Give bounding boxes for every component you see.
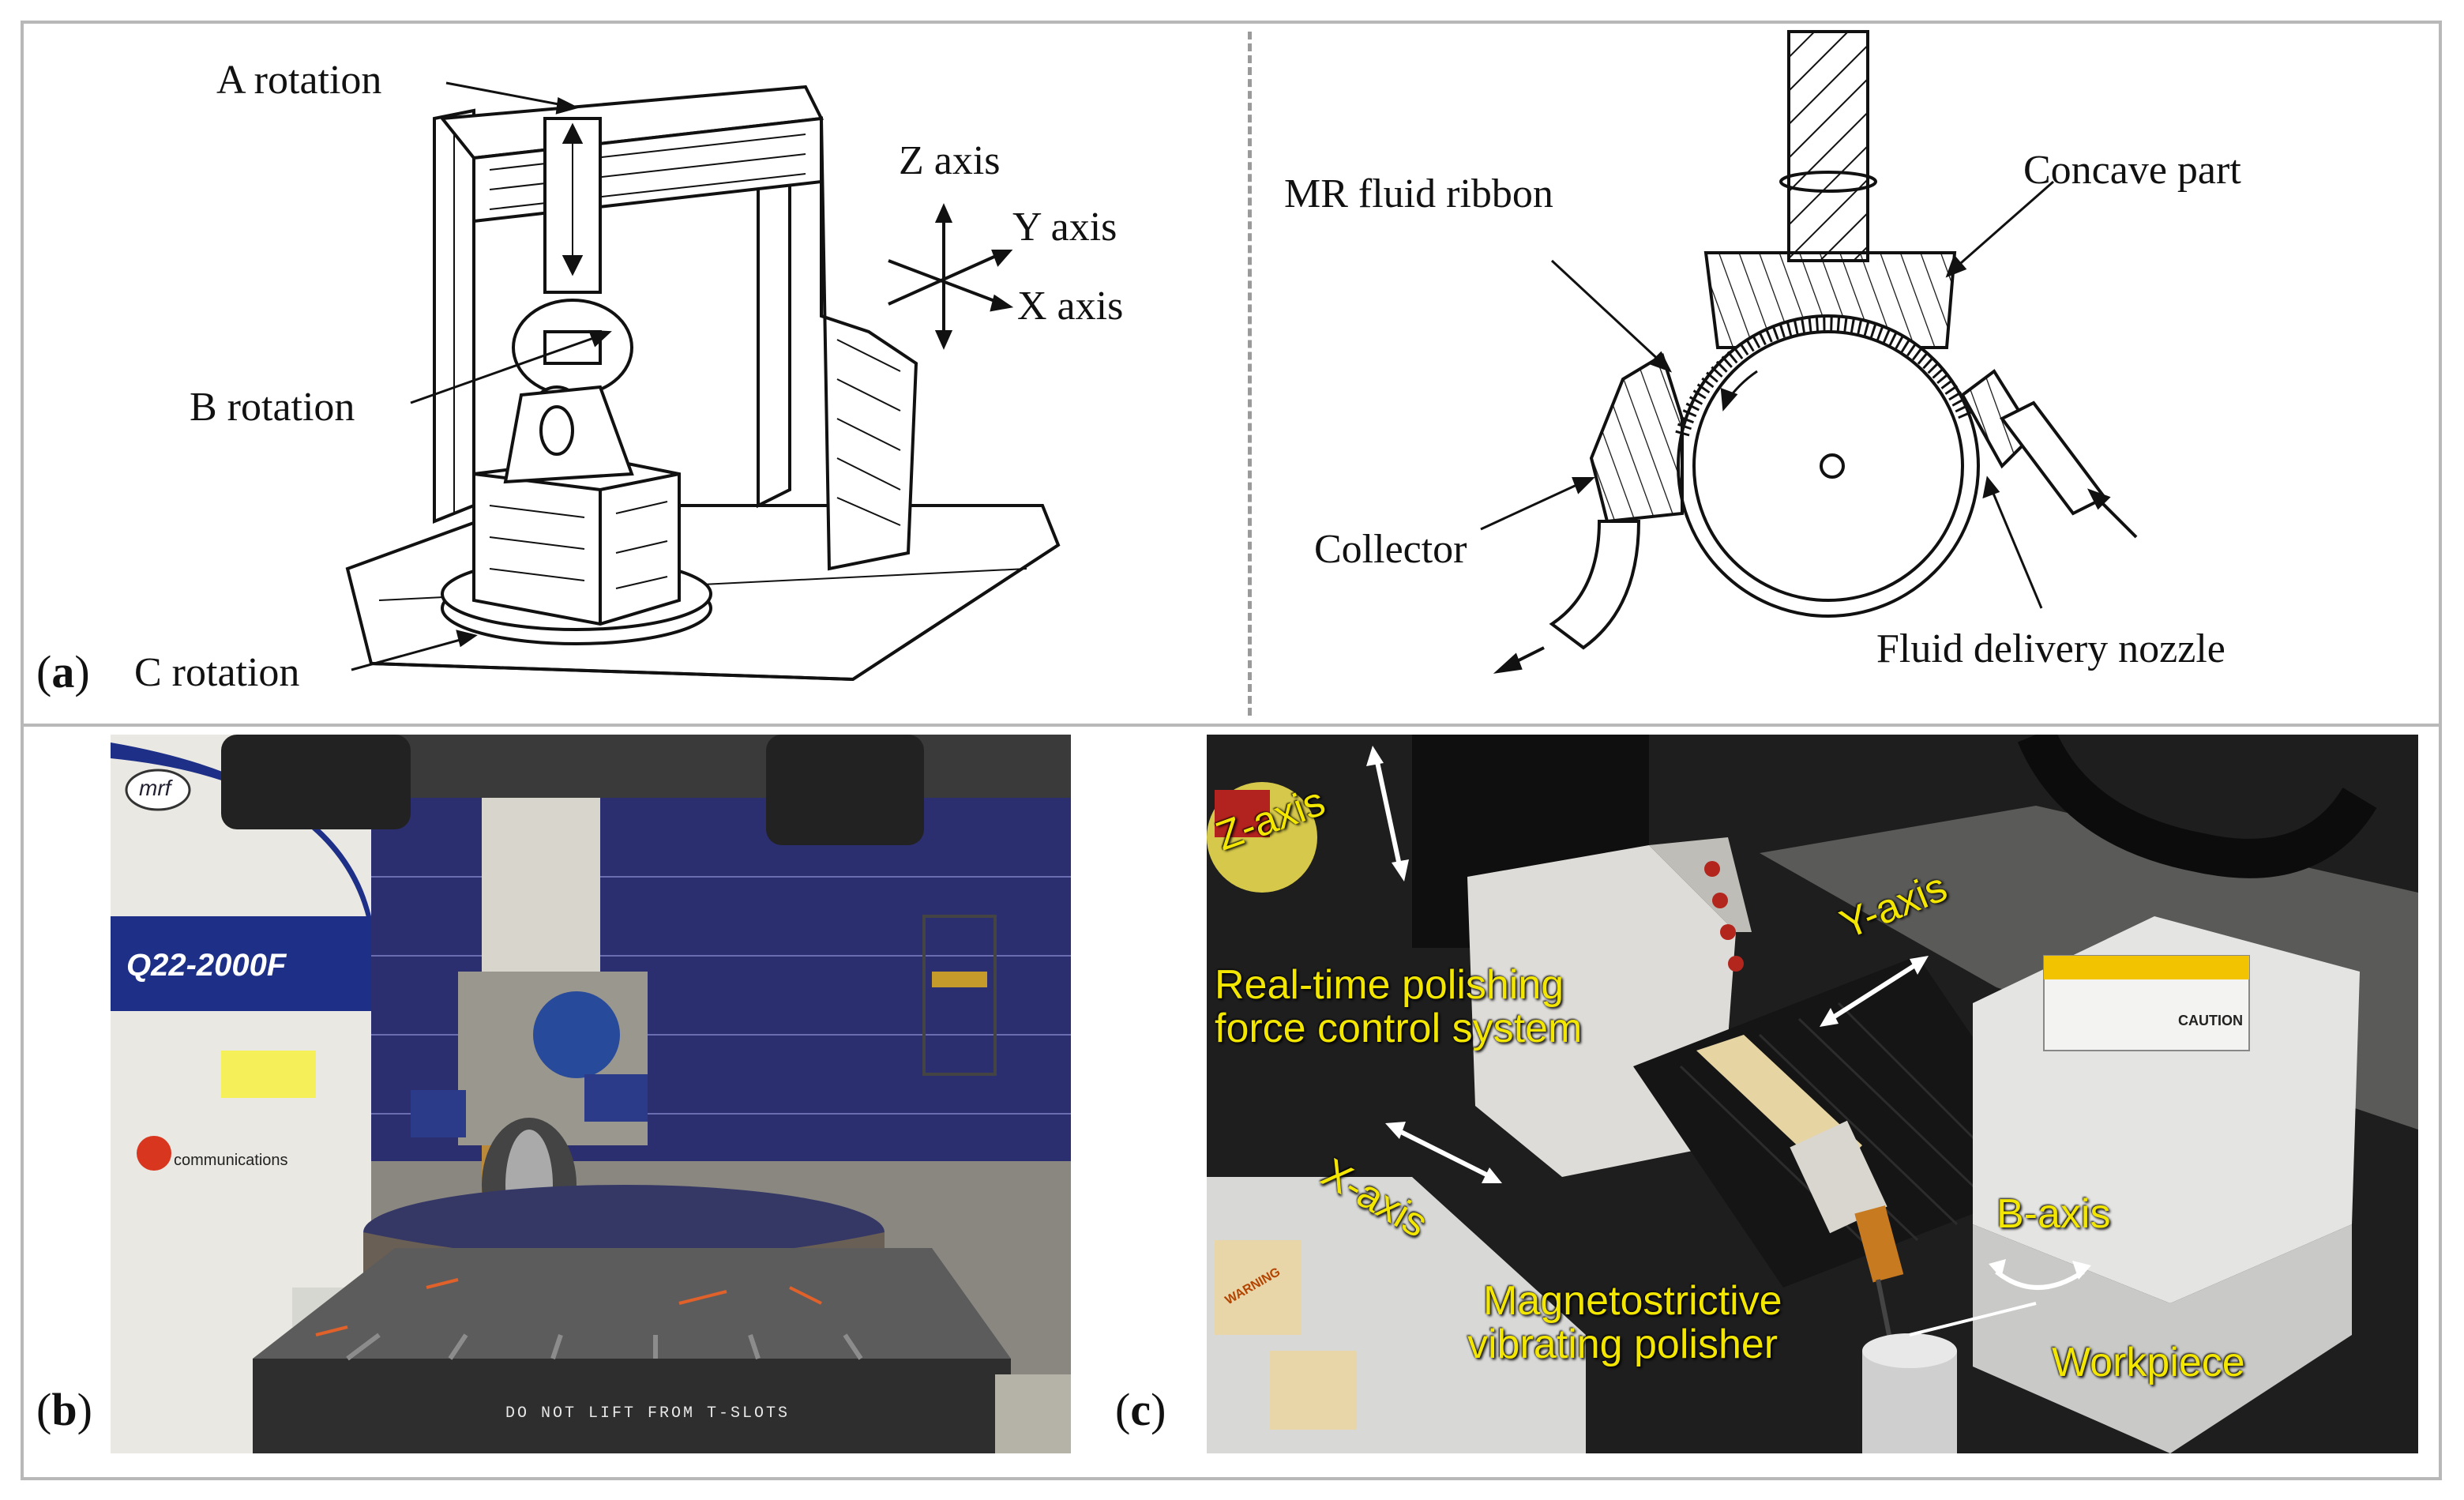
mrf-schematic-drawing bbox=[1480, 30, 2138, 674]
panel-bc-frame bbox=[21, 724, 2442, 1480]
collector-label: Collector bbox=[1314, 527, 1467, 572]
panel-b-tag: (b) bbox=[36, 1384, 92, 1435]
force-control-line2: force control system bbox=[1215, 1005, 1583, 1051]
y-axis-label: Y axis bbox=[1012, 205, 1117, 250]
caution-sticker-label: CAUTION bbox=[2178, 1013, 2243, 1028]
five-axis-machine-drawing bbox=[345, 81, 1061, 682]
polishing-system-photo: Z-axis Y-axis X-axis B-axis Real-time po… bbox=[1207, 735, 2418, 1453]
vibrating-polisher-label: Magnetostrictive vibrating polisher bbox=[1467, 1280, 1782, 1366]
panel-a-tag: (a) bbox=[36, 646, 90, 697]
machine-model-label: Q22-2000F bbox=[126, 948, 287, 983]
panel-a-divider bbox=[1248, 32, 1252, 716]
fluid-delivery-nozzle-label: Fluid delivery nozzle bbox=[1876, 626, 2225, 671]
polisher-line2: vibrating polisher bbox=[1467, 1321, 1779, 1367]
t-slot-warning: DO NOT LIFT FROM T-SLOTS bbox=[505, 1404, 791, 1423]
workpiece-label: Workpiece bbox=[2052, 1340, 2245, 1385]
b-rotation-label: B rotation bbox=[190, 385, 355, 430]
mrf-machine-photo: Q22-2000F mrf communications DO NOT LIFT… bbox=[111, 735, 1071, 1453]
z-axis-label: Z axis bbox=[899, 138, 1001, 183]
panel-c-tag: (c) bbox=[1115, 1384, 1166, 1435]
mrf-badge: mrf bbox=[139, 776, 171, 800]
force-control-line1: Real-time polishing bbox=[1215, 962, 1564, 1008]
company-label: communications bbox=[174, 1152, 288, 1169]
c-rotation-label: C rotation bbox=[134, 650, 300, 695]
concave-part-label: Concave part bbox=[2023, 148, 2241, 193]
mr-fluid-ribbon-label: MR fluid ribbon bbox=[1284, 171, 1553, 216]
c-b-axis-label: B-axis bbox=[1996, 1191, 2111, 1237]
x-axis-label: X axis bbox=[1017, 284, 1124, 329]
polisher-line1: Magnetostrictive bbox=[1483, 1278, 1782, 1324]
force-control-system-label: Real-time polishing force control system bbox=[1215, 964, 1582, 1050]
a-rotation-label: A rotation bbox=[216, 58, 382, 103]
